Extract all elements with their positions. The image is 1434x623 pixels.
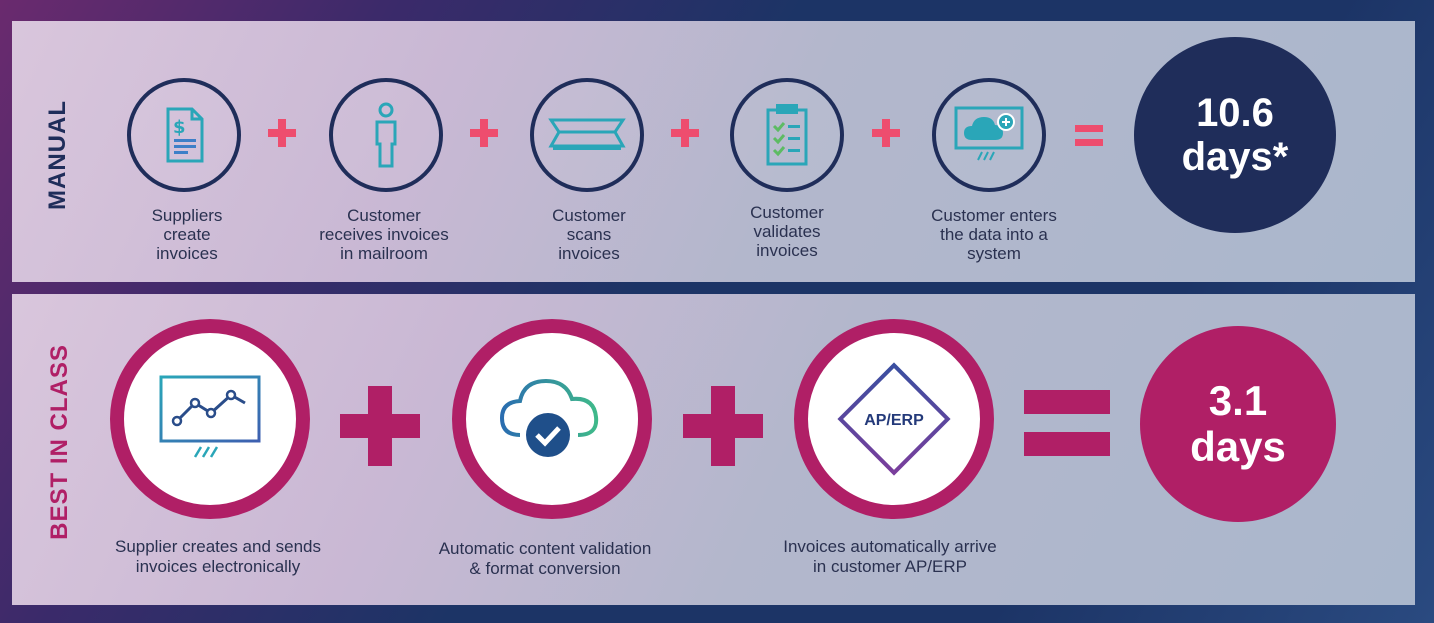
cloud-check-icon bbox=[452, 319, 652, 519]
scanner-icon bbox=[530, 78, 644, 192]
person-icon bbox=[329, 78, 443, 192]
plus-icon bbox=[268, 119, 296, 147]
monitor-chart-icon bbox=[110, 319, 310, 519]
plus-icon bbox=[340, 386, 420, 466]
manual-panel: MANUAL $ Suppliers create invoices Custo… bbox=[12, 21, 1415, 282]
equals-icon bbox=[1075, 125, 1103, 149]
manual-result-text: 10.6 days* bbox=[1181, 91, 1289, 179]
best-in-class-result: 3.1 days bbox=[1140, 326, 1336, 522]
step-caption: Customer receives invoices in mailroom bbox=[319, 206, 449, 263]
cloud-monitor-icon bbox=[932, 78, 1046, 192]
best-result-text: 3.1 days bbox=[1190, 377, 1286, 470]
best-in-class-label: BEST IN CLASS bbox=[46, 344, 73, 540]
ap-erp-diamond-icon: AP/ERP bbox=[794, 319, 994, 519]
step-caption: Automatic content validation & format co… bbox=[438, 539, 652, 578]
invoice-dollar-icon: $ bbox=[127, 78, 241, 192]
plus-icon bbox=[683, 386, 763, 466]
best-in-class-panel: BEST IN CLASS Supplier creates and sends… bbox=[12, 294, 1415, 605]
step-caption: Supplier creates and sends invoices elec… bbox=[114, 537, 322, 576]
step-caption: Customer enters the data into a system bbox=[931, 206, 1057, 263]
checklist-clipboard-icon bbox=[730, 78, 844, 192]
step-caption: Customer validates invoices bbox=[750, 203, 824, 260]
manual-result: 10.6 days* bbox=[1134, 37, 1336, 233]
svg-text:$: $ bbox=[173, 117, 186, 138]
step-caption: Invoices automatically arrive in custome… bbox=[783, 537, 997, 576]
plus-icon bbox=[470, 119, 498, 147]
manual-label: MANUAL bbox=[44, 100, 71, 210]
plus-icon bbox=[872, 119, 900, 147]
plus-icon bbox=[671, 119, 699, 147]
step-caption: Suppliers create invoices bbox=[151, 206, 223, 263]
step-caption: Customer scans invoices bbox=[552, 206, 626, 263]
equals-icon bbox=[1024, 390, 1110, 456]
ap-erp-text: AP/ERP bbox=[864, 412, 924, 429]
